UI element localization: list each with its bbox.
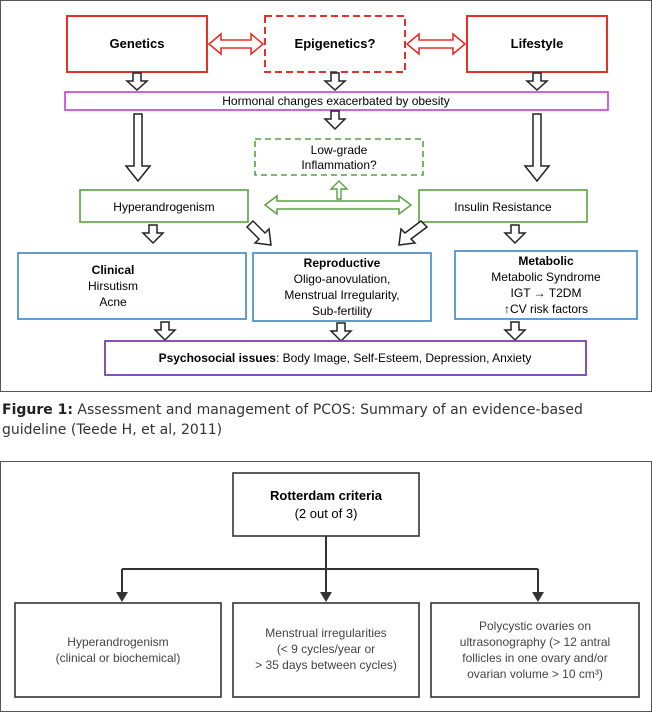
rotterdam-diagram: Rotterdam criteria (2 out of 3) Hyperand…	[14, 472, 640, 698]
criteria-text: ovarian volume > 10 cm³)	[467, 667, 603, 681]
long-arrow-insulin-resistance	[523, 113, 551, 183]
criteria-text: Menstrual irregularities	[265, 626, 386, 640]
clinical-box	[17, 252, 247, 320]
psychosocial-text: Psychosocial issues: Body Image, Self-Es…	[159, 351, 532, 365]
reproductive-box	[252, 252, 432, 322]
diag-arrow-to-reproductive-left	[245, 219, 272, 246]
down-arrow-clinical	[141, 224, 165, 245]
criteria-box-menstrual	[232, 602, 420, 698]
down-arrow-inflammation	[323, 110, 347, 131]
reproductive-item: Oligo-anovulation,	[294, 272, 391, 286]
reproductive-item: Sub-fertility	[312, 304, 372, 318]
lifestyle-label: Lifestyle	[511, 36, 564, 51]
down-arrow-psych-right	[503, 321, 527, 342]
figure-1-panel: Genetics Epigenetics? Lifestyle Hormonal…	[0, 0, 652, 392]
double-arrow-epigenetics-lifestyle	[405, 32, 467, 56]
inflammation-label-line2: Inflammation?	[301, 158, 377, 172]
reproductive-title: Reproductive	[304, 256, 381, 270]
criteria-text: follicles in one ovary and/or	[462, 651, 607, 665]
inflammation-label-line1: Low-grade	[311, 143, 368, 157]
hyperandrogenism-box	[79, 189, 249, 223]
pcos-diagram: Genetics Epigenetics? Lifestyle Hormonal…	[17, 15, 638, 376]
metabolic-title: Metabolic	[518, 254, 574, 268]
down-arrow-metabolic	[503, 224, 527, 245]
clinical-item: Hirsutism	[88, 279, 138, 293]
reproductive-item: Menstrual Irregularity,	[284, 288, 399, 302]
metabolic-item: IGT → T2DM	[511, 286, 582, 300]
down-arrow-psych-mid	[329, 322, 353, 343]
rotterdam-title: Rotterdam criteria	[270, 488, 383, 503]
metabolic-box	[454, 250, 638, 320]
criteria-text: > 35 days between cycles)	[255, 658, 397, 672]
epigenetics-label: Epigenetics?	[295, 36, 376, 51]
down-arrow-epigenetics	[323, 72, 347, 92]
genetics-box	[66, 15, 208, 73]
double-arrow-hyper-insulin	[263, 194, 413, 216]
down-arrow-lifestyle	[525, 72, 549, 92]
rotterdam-box	[232, 472, 420, 537]
criteria-text: Polycystic ovaries on	[479, 619, 591, 633]
metabolic-item: Metabolic Syndrome	[491, 270, 601, 284]
psychosocial-label: Psychosocial issues	[159, 351, 277, 365]
figure-2-panel: Rotterdam criteria (2 out of 3) Hyperand…	[0, 461, 652, 712]
criteria-box-hyperandrogenism	[14, 602, 222, 698]
insulin-resistance-box	[418, 189, 588, 223]
down-arrow-genetics	[125, 72, 149, 92]
criteria-text: Hyperandrogenism	[67, 635, 168, 649]
clinical-title: Clinical	[92, 263, 135, 277]
criteria-text: (< 9 cycles/year or	[277, 642, 375, 656]
caption-label: Figure 1:	[2, 402, 73, 418]
metabolic-item: ↑CV risk factors	[504, 302, 588, 316]
figure-1-caption: Figure 1: Assessment and management of P…	[2, 400, 622, 440]
arrowhead-left	[116, 592, 128, 602]
genetics-label: Genetics	[110, 36, 165, 51]
clinical-item: Acne	[99, 295, 127, 309]
hormonal-changes-label: Hormonal changes exacerbated by obesity	[222, 94, 449, 108]
epigenetics-box	[264, 15, 406, 73]
criteria-box-polycystic	[430, 602, 640, 698]
criteria-text: ultrasonography (> 12 antral	[460, 635, 610, 649]
caption-text: Assessment and management of PCOS: Summa…	[2, 402, 583, 438]
lifestyle-box	[466, 15, 608, 73]
criteria-text: (clinical or biochemical)	[56, 651, 181, 665]
arrowhead-right	[532, 592, 544, 602]
psychosocial-box	[104, 340, 587, 376]
arrowhead-mid	[320, 592, 332, 602]
hormonal-changes-bar	[64, 91, 609, 111]
hyperandrogenism-label: Hyperandrogenism	[113, 200, 214, 214]
down-arrow-psych-left	[153, 321, 177, 342]
up-arrow-inflammation	[329, 180, 349, 200]
long-arrow-hyperandrogenism	[124, 113, 152, 183]
inflammation-box	[254, 138, 424, 176]
double-arrow-genetics-epigenetics	[207, 32, 265, 56]
diag-arrow-to-reproductive-right	[398, 220, 429, 246]
rotterdam-subtitle: (2 out of 3)	[295, 506, 358, 521]
psychosocial-description: : Body Image, Self-Esteem, Depression, A…	[276, 351, 531, 365]
insulin-resistance-label: Insulin Resistance	[454, 200, 552, 214]
